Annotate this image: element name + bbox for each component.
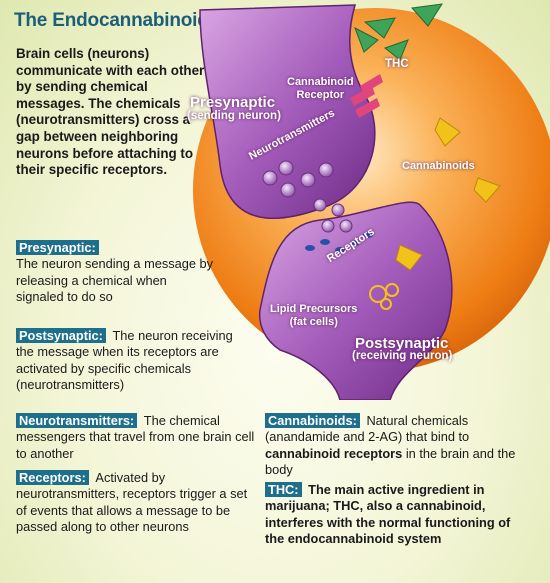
cannabinoids-text-c: in the brain and the body (265, 445, 516, 478)
receptors-text: Activated by neurotransmitters, receptor… (16, 470, 248, 535)
definition-cannabinoids: Cannabinoids: Natural chemicals (anandam… (265, 413, 530, 479)
definition-postsynaptic: Postsynaptic: The neuron receiving the m… (16, 328, 241, 394)
neurotransmitters-text: The chemical messengers that travel from… (16, 413, 255, 461)
presynaptic-label: Presynaptic (190, 94, 276, 111)
thc-text: The main active ingredient in marijuana;… (265, 482, 511, 547)
term-postsynaptic: Postsynaptic: (16, 328, 106, 343)
cannabinoids-label: Cannabinoids (402, 160, 475, 172)
postsynaptic-sub-label: (receiving neuron) (352, 350, 453, 362)
cannabinoid-receptor-label: Cannabinoid Receptor (287, 76, 354, 101)
lipid-precursor-shape (369, 283, 399, 310)
thc-molecules (354, 3, 443, 61)
thc-label: THC (385, 58, 409, 70)
postsynaptic-label: Postsynaptic (355, 335, 449, 352)
cannabinoid-molecules (395, 117, 501, 271)
presynaptic-sub-label: (sending neuron) (187, 110, 281, 122)
term-neurotransmitters: Neurotransmitters: (16, 413, 138, 428)
cannabinoid-receptor-shape (350, 74, 383, 118)
term-presynaptic: Presynaptic: (16, 240, 99, 255)
intro-text: Brain cells (neurons) communicate with e… (16, 46, 205, 178)
term-thc: THC: (265, 482, 302, 497)
definition-presynaptic: Presynaptic: The neuron sending a messag… (16, 240, 216, 306)
definition-thc: THC: The main active ingredient in marij… (265, 482, 530, 548)
neurotransmitter-vesicles (262, 160, 353, 233)
definition-receptors: Receptors: Activated by neurotransmitter… (16, 470, 251, 536)
term-receptors: Receptors: (16, 470, 89, 485)
presynaptic-text: The neuron sending a message by releasin… (16, 256, 214, 305)
cannabinoids-text-b: cannabinoid receptors (265, 445, 403, 461)
receptor-dots (305, 232, 373, 253)
synapse-illustration (193, 3, 550, 400)
lipid-precursors-label: Lipid Precursors (fat cells) (270, 303, 358, 328)
cannabinoids-text-a: Natural chemicals (anandamide and 2-AG) … (265, 413, 470, 445)
term-cannabinoids: Cannabinoids: (265, 413, 360, 428)
postsynaptic-text: The neuron receiving the message when it… (16, 328, 233, 393)
definition-neurotransmitters: Neurotransmitters: The chemical messenge… (16, 413, 261, 462)
